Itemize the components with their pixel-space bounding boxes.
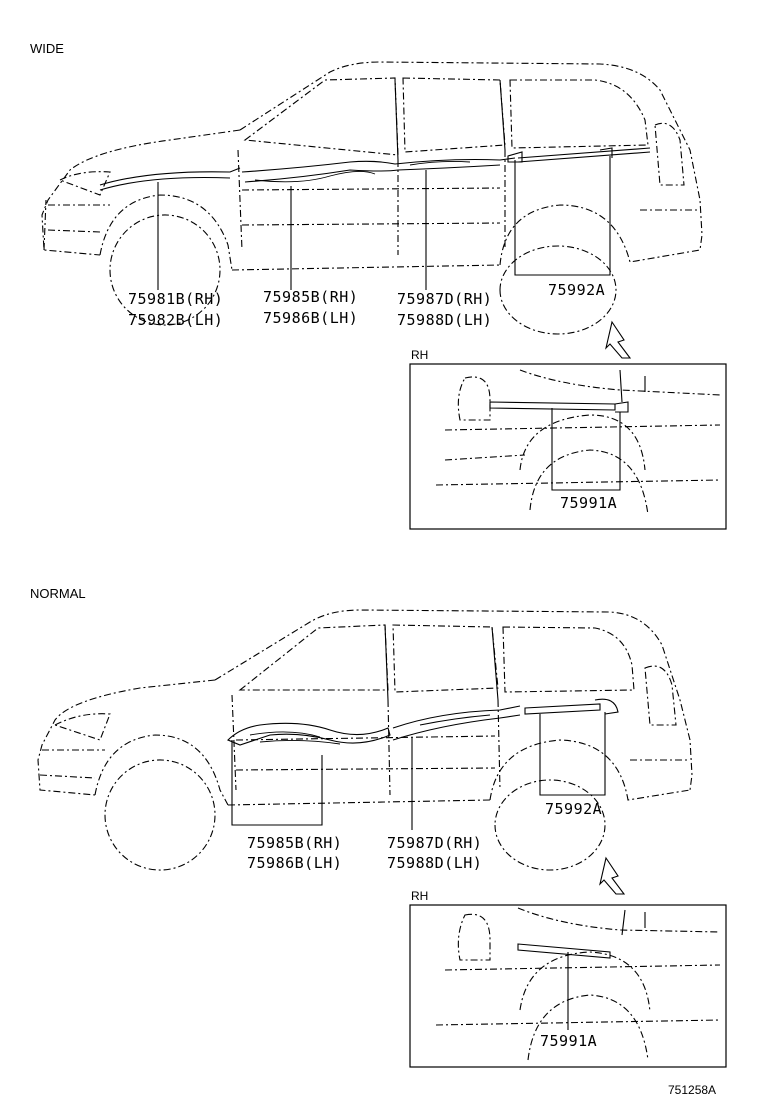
wide-part-75986b-lh: 75986B(LH) [263,309,358,327]
normal-part-75985b-rh: 75985B(RH) [247,834,342,852]
normal-callout-arrow-icon [599,856,626,895]
figure-id: 751258A [668,1083,716,1097]
wide-rh-inset [409,363,727,530]
normal-inset-side-label: RH [411,889,428,903]
normal-inset-part-75991a: 75991A [540,1032,597,1050]
wide-section-title: WIDE [30,41,64,56]
wide-inset-side-label: RH [411,348,428,362]
wide-part-75992a: 75992A [548,281,605,299]
wide-inset-part-75991a: 75991A [560,494,617,512]
normal-part-75986b-lh: 75986B(LH) [247,854,342,872]
wide-callout-arrow-icon [605,320,632,359]
normal-part-75988d-lh: 75988D(LH) [387,854,482,872]
wide-part-75987d-rh: 75987D(RH) [397,290,492,308]
normal-vehicle-drawing [37,609,693,871]
normal-part-75992a: 75992A [545,800,602,818]
wide-part-75982b-lh: 75982B(LH) [128,311,223,329]
normal-leaders [231,712,606,830]
normal-rh-inset [409,904,727,1068]
wide-leaders [157,156,611,290]
normal-section-title: NORMAL [30,586,86,601]
wide-part-75988d-lh: 75988D(LH) [397,311,492,329]
normal-part-75987d-rh: 75987D(RH) [387,834,482,852]
wide-part-75985b-rh: 75985B(RH) [263,288,358,306]
wide-vehicle-drawing [41,61,703,335]
wide-part-75981b-rh: 75981B(RH) [128,290,223,308]
